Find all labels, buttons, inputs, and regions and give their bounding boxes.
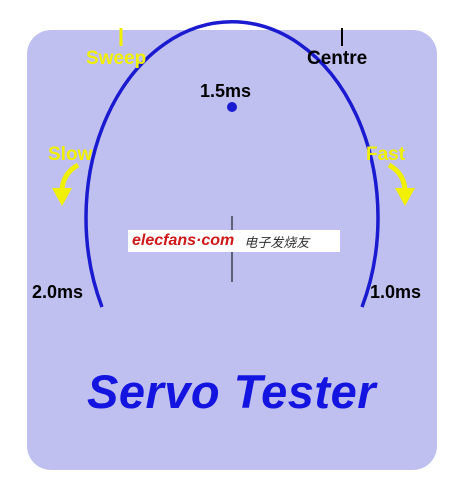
right-pulse-label: 1.0ms xyxy=(370,282,422,302)
fast-label: Fast xyxy=(366,144,406,165)
mid-pulse-label: 1.5ms xyxy=(200,81,252,101)
sweep-label: Sweep xyxy=(86,48,147,69)
watermark-chinese: 电子发烧友 xyxy=(244,235,310,251)
left-pulse-label: 2.0ms xyxy=(32,282,84,302)
centre-label: Centre xyxy=(307,48,368,69)
pulse-width-arc xyxy=(84,20,380,308)
page-title: Servo Tester xyxy=(86,365,376,418)
slow-arrow-icon xyxy=(52,162,80,206)
watermark: elecfans·com 电子发烧友 xyxy=(128,230,340,252)
watermark-brand: elecfans·com xyxy=(132,232,235,249)
fast-arrow-icon xyxy=(387,162,415,206)
slow-label: Slow xyxy=(48,144,93,165)
centre-position-dot xyxy=(227,102,237,112)
